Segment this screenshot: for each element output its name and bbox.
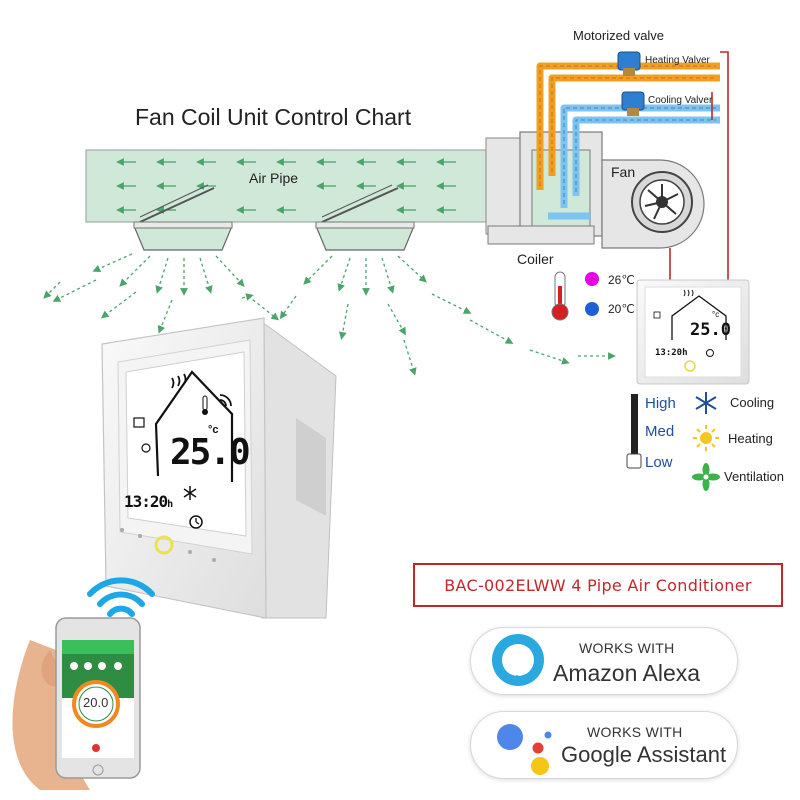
cooling-valve-label: Cooling Valver <box>648 95 713 106</box>
snowflake-icon <box>695 392 717 414</box>
hot-dot <box>585 272 599 286</box>
mode-cooling-label: Cooling <box>730 395 775 410</box>
sun-icon <box>693 425 719 451</box>
large-thermostat-temperature: 25.0 <box>170 432 251 473</box>
coiler-label: Coiler <box>517 251 554 267</box>
google-works-with: WORKS WITH <box>587 724 683 740</box>
speed-low-label: Low <box>645 454 673 471</box>
speed-med-label: Med <box>645 423 675 440</box>
small-thermostat-temperature: 25.0 <box>690 320 731 340</box>
fan-housing <box>601 159 705 249</box>
alexa-works-with: WORKS WITH <box>579 640 675 656</box>
ventilation-icon <box>692 463 720 491</box>
hot-temp-label: 26℃ <box>608 273 635 287</box>
model-name: BAC-002ELWW 4 Pipe Air Conditioner <box>444 575 752 595</box>
air-pipe-label: Air Pipe <box>249 170 299 186</box>
heating-valve-label: Heating Valver <box>645 55 710 66</box>
hand-with-phone <box>12 617 141 790</box>
small-thermostat-clock: 13:20h <box>655 348 688 358</box>
small-thermostat-unit: °c <box>712 310 720 319</box>
speed-indicator <box>626 394 642 469</box>
heating-valve <box>617 51 641 76</box>
vent-left <box>133 184 233 251</box>
air-pipe-duct <box>85 149 487 223</box>
large-thermostat-unit: °c <box>208 424 219 436</box>
alexa-badge: WORKS WITH Amazon Alexa <box>470 627 738 695</box>
cold-dot <box>585 302 599 316</box>
wifi-icon <box>87 577 155 617</box>
google-brand-text: Google Assistant <box>561 742 727 767</box>
cold-temp-label: 20℃ <box>608 302 635 316</box>
vent-right <box>315 184 415 251</box>
thermostat-small <box>636 279 750 385</box>
model-label-box: BAC-002ELWW 4 Pipe Air Conditioner <box>413 563 783 607</box>
duct-arrows <box>116 158 456 214</box>
google-assistant-badge: WORKS WITH Google Assistant <box>470 711 738 779</box>
control-wires <box>669 51 729 280</box>
mode-heating-label: Heating <box>728 431 773 446</box>
thermometer-icon <box>551 271 569 321</box>
thermostat-large <box>101 317 337 619</box>
large-thermostat-clock: 13:20h <box>124 492 173 511</box>
diagram-title: Fan Coil Unit Control Chart <box>135 104 412 130</box>
speed-high-label: High <box>645 395 676 412</box>
mode-ventilation-label: Ventilation <box>724 469 784 484</box>
phone-dial-value: 20.0 <box>83 695 109 710</box>
fan-label: Fan <box>611 164 636 180</box>
cooling-valve <box>621 91 645 116</box>
motorized-valve-label: Motorized valve <box>573 28 665 43</box>
duct-transition <box>485 137 525 235</box>
output-arrows <box>43 253 616 376</box>
alexa-brand-text: Amazon Alexa <box>553 660 701 686</box>
